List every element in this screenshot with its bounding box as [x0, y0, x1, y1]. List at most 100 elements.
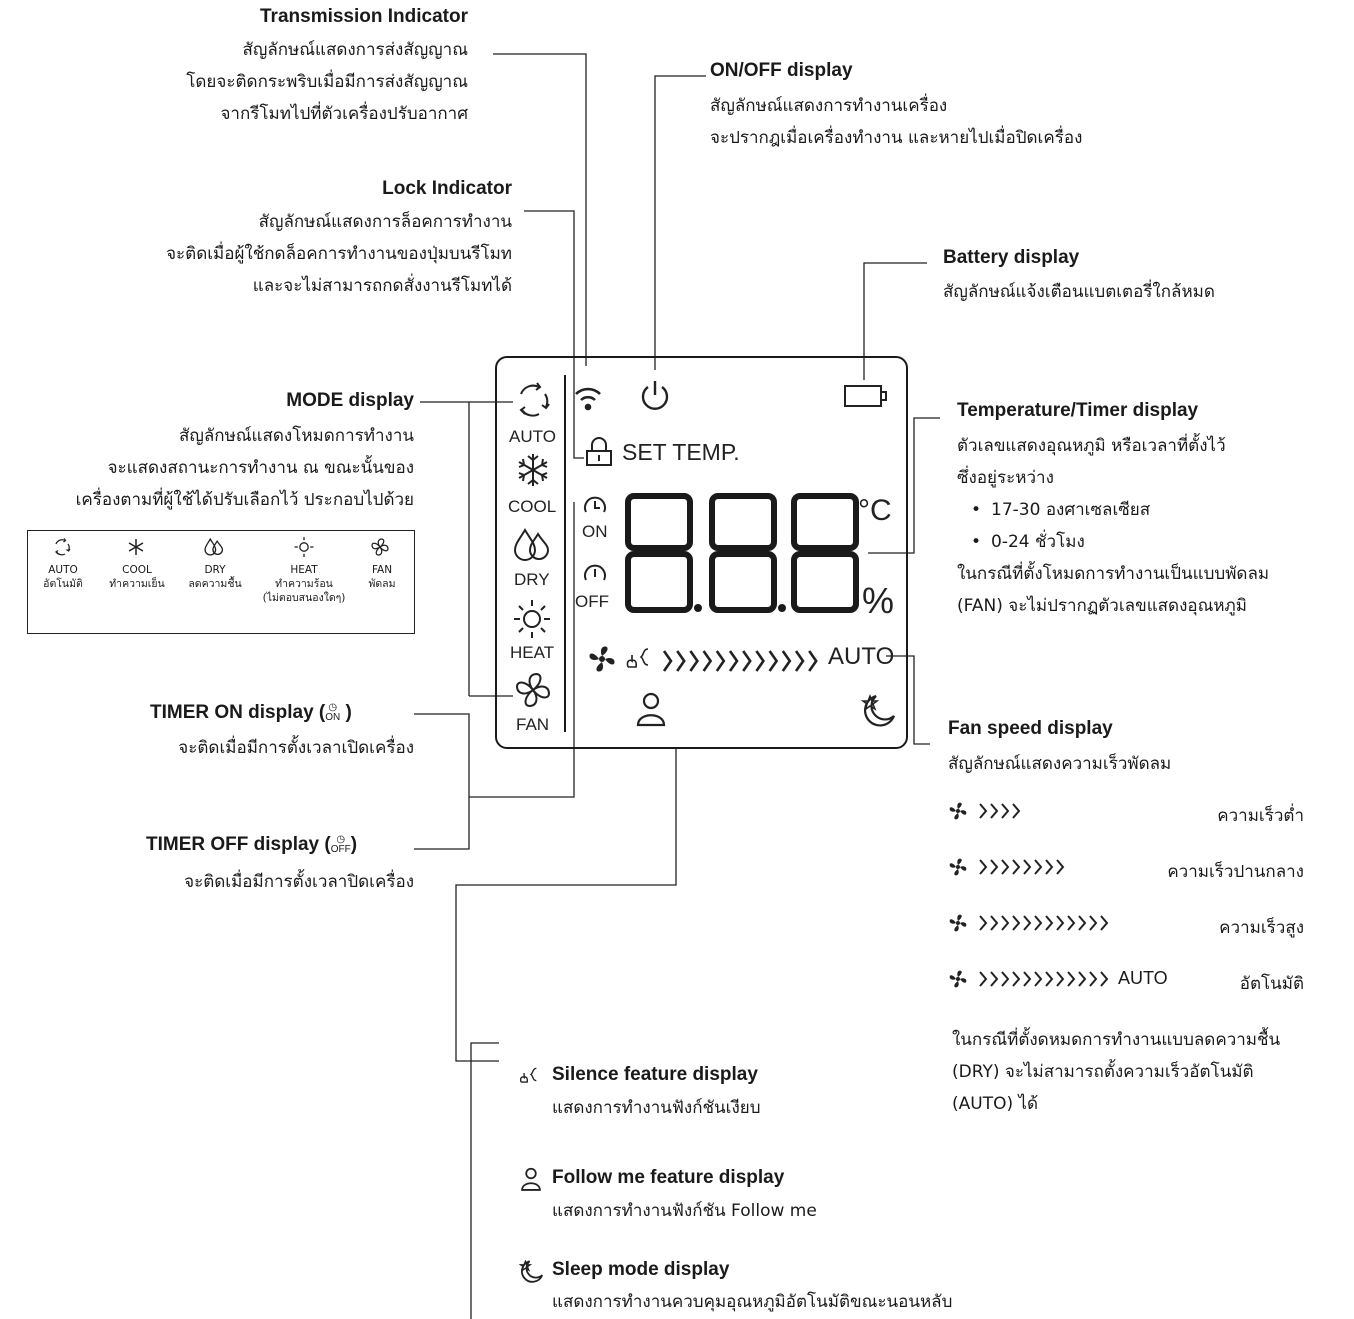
fan-speed-chevron: [1089, 970, 1098, 987]
fan-icon: [949, 802, 967, 819]
fan-speed-bars: [662, 650, 818, 672]
silence-title: Silence feature display: [552, 1064, 758, 1085]
fan-speed-chevron: [1045, 970, 1054, 987]
auto-mode-icon: [55, 538, 71, 556]
battery-desc: สัญลักษณ์แจ้งเตือนแบตเตอรี่ใกล้หมด: [943, 282, 1215, 302]
fan-speed-chevron: [1034, 858, 1043, 875]
sleep-title: Sleep mode display: [552, 1259, 730, 1280]
timer-on-desc: จะติดเมื่อมีการตั้งเวลาเปิดเครื่อง: [178, 738, 414, 758]
timer-on-label: ON: [582, 522, 608, 541]
cool-mode-icon: [518, 454, 548, 486]
temp-title: Temperature/Timer display: [957, 400, 1199, 421]
fan-speed-bars: [979, 802, 1021, 819]
fan-speed-chevron: [1056, 914, 1065, 931]
seven-segment-display: [625, 493, 859, 613]
fan-speed-chevron: [1034, 970, 1043, 987]
fan-speed-chevron: [1067, 970, 1076, 987]
fan-speed-chevron: [742, 650, 752, 672]
fan-speed-chevron: [979, 970, 988, 987]
fan-speed-chevron: [794, 650, 805, 672]
fan-speed-chevron: [990, 970, 999, 987]
fan-speed-chevron: [1056, 970, 1065, 987]
timer-on-title: TIMER ON display (◷ON ): [150, 701, 352, 723]
digit-2: [709, 493, 777, 613]
dry-mode-icon: [204, 537, 224, 556]
fan-icon: [949, 858, 967, 875]
temp-desc: ตัวเลขแสดงอุณหภูมิ หรือเวลาที่ตั้งไว้ ซึ…: [957, 430, 1269, 622]
sleep-icon: [860, 693, 896, 727]
fan-speed-chevron: [1001, 970, 1010, 987]
mode-label-fan: FAN: [516, 715, 550, 734]
mode-desc: สัญลักษณ์แสดงโหมดการทำงาน จะแสดงสถานะการ…: [75, 426, 414, 510]
fan-speed-chevron: [990, 914, 999, 931]
lcd-panel: [495, 356, 908, 749]
fan-mode-icon: [371, 538, 389, 556]
heat-mode-icon: [514, 600, 550, 638]
fan-speed-chevron: [728, 650, 739, 672]
transmission-title: Transmission Indicator: [260, 6, 468, 27]
lock-icon: [586, 437, 612, 466]
fan-speed-chevron: [990, 858, 999, 875]
silence-icon: [519, 1067, 537, 1083]
fan-speed-chevron: [702, 650, 713, 672]
fan-speed-chevron: [1056, 858, 1065, 875]
timer-off-icon: [584, 564, 606, 581]
digit-3: [791, 493, 859, 613]
fan-speed-row: ความเร็วต่ำ: [948, 800, 1348, 830]
fan-speed-auto: AUTO: [1118, 968, 1168, 988]
fan-icon: [949, 970, 967, 987]
fan-speed-chevron: [990, 802, 999, 819]
fan-speed-chevron: [1045, 914, 1054, 931]
transmission-desc: สัญลักษณ์แสดงการส่งสัญญาณ โดยจะติดกระพริ…: [186, 40, 468, 124]
battery-icon: [844, 385, 887, 407]
fan-speed-row: AUTO อัตโนมัติ: [948, 968, 1348, 998]
fan-speed-chevron: [1012, 970, 1021, 987]
auto-mode-icon: [519, 382, 550, 417]
fan-title: Fan speed display: [948, 718, 1113, 739]
mode-title: MODE display: [286, 390, 414, 411]
fan-speed-chevron: [808, 650, 818, 672]
fan-speed-chevron: [1012, 858, 1021, 875]
power-icon: [641, 381, 669, 410]
celsius-unit: °C: [858, 494, 892, 527]
mode-label-dry: DRY: [514, 570, 550, 589]
fan-auto-label: AUTO: [828, 643, 895, 670]
temp-range-item: 17-30 องศาเซลเซียส: [971, 494, 1269, 526]
fan-speed-chevron: [1023, 914, 1032, 931]
timer-on-icon: [584, 496, 606, 513]
fan-speed-label: อัตโนมัติ: [1239, 974, 1304, 994]
fan-speed-chevron: [1045, 858, 1054, 875]
fan-mode-icon: [515, 672, 551, 708]
percent-unit: %: [862, 580, 895, 621]
cool-mode-icon: [128, 539, 144, 555]
fan-speed-chevron: [1012, 914, 1021, 931]
fan-speed-chevron: [662, 650, 673, 672]
fan-speed-bars: [979, 914, 1109, 931]
fan-speed-chevron: [1001, 802, 1010, 819]
fan-speed-chevron: [781, 650, 792, 672]
fan-speed-icon: [589, 646, 615, 672]
timer-off-desc: จะติดเมื่อมีการตั้งเวลาปิดเครื่อง: [184, 872, 414, 892]
battery-title: Battery display: [943, 247, 1080, 268]
fan-speed-label: ความเร็วต่ำ: [1217, 806, 1304, 826]
fan-speed-chevron: [1078, 914, 1087, 931]
fan-speed-chevron: [979, 802, 988, 819]
mode-label-heat: HEAT: [510, 643, 555, 662]
lock-title: Lock Indicator: [382, 178, 512, 199]
fan-speed-chevron: [1023, 970, 1032, 987]
silence-icon: [626, 648, 649, 668]
silence-desc: แสดงการทำงานฟังก์ชันเงียบ: [552, 1098, 761, 1118]
fan-speed-chevron: [1023, 858, 1032, 875]
follow-me-icon: [636, 692, 666, 727]
fan-speed-chevron: [979, 858, 988, 875]
temp-range-item: 0-24 ชั่วโมง: [971, 526, 1269, 558]
fan-speed-bars: [979, 970, 1109, 987]
fan-speed-chevron: [1078, 970, 1087, 987]
